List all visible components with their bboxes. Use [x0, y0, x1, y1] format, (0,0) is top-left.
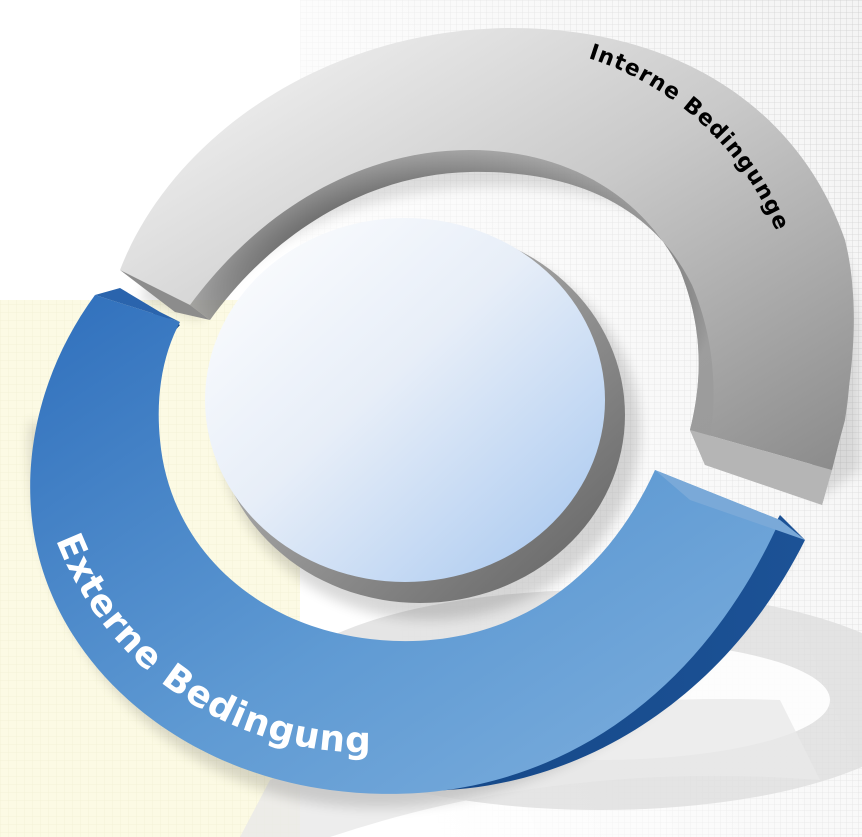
outer-conditions-ring: [29, 288, 806, 808]
inner-conditions-ring: [120, 28, 860, 505]
core-disc: [205, 218, 640, 620]
